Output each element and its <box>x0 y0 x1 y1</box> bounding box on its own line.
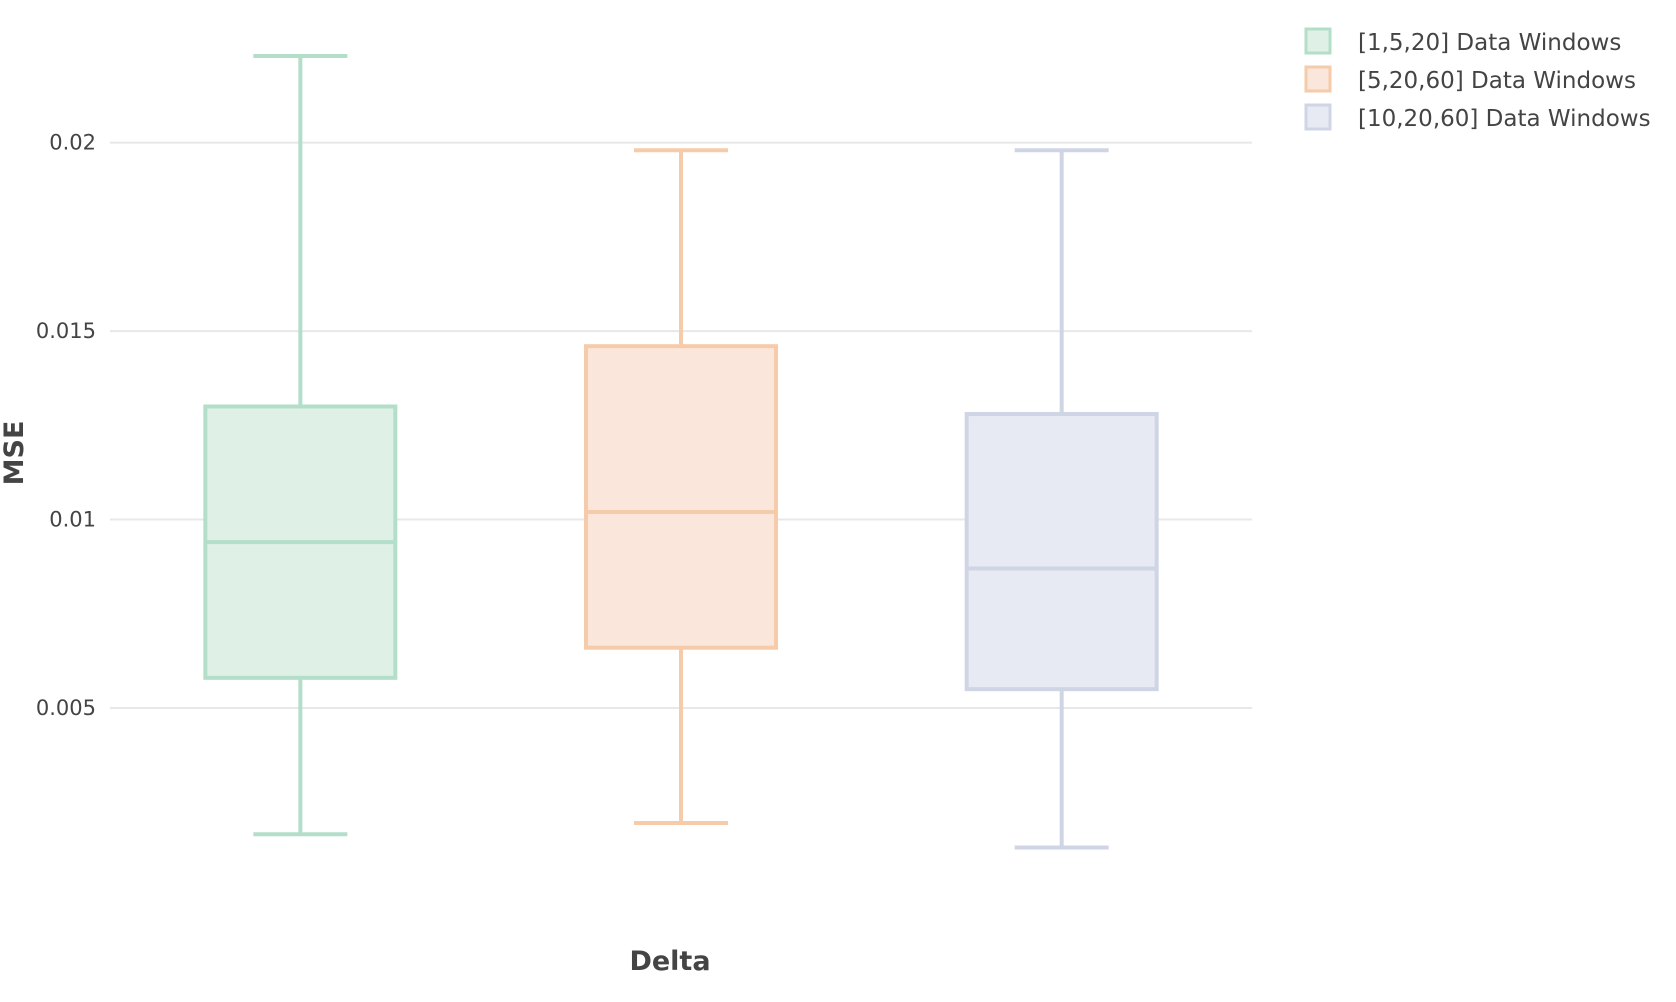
legend-label: [10,20,60] Data Windows <box>1358 106 1651 132</box>
y-tick-label: 0.015 <box>36 319 96 343</box>
y-tick-label: 0.01 <box>49 508 96 532</box>
y-tick-labels: 0.005 0.01 0.015 0.02 <box>36 131 96 720</box>
box-series <box>964 148 1159 850</box>
iqr-box <box>964 412 1159 692</box>
legend-label: [5,20,60] Data Windows <box>1358 68 1636 94</box>
legend-item[interactable]: [1,5,20] Data Windows <box>1304 27 1621 56</box>
iqr-box <box>584 344 778 650</box>
legend-swatch <box>1304 65 1332 93</box>
y-tick-label: 0.005 <box>36 696 96 720</box>
legend-label: [1,5,20] Data Windows <box>1358 30 1621 56</box>
legend-swatch <box>1304 27 1332 55</box>
box-series <box>584 148 778 825</box>
y-tick-label: 0.02 <box>49 131 96 155</box>
legend-swatch <box>1304 103 1332 131</box>
x-axis-title: Delta <box>629 946 710 977</box>
legend-item[interactable]: [5,20,60] Data Windows <box>1304 65 1636 94</box>
y-axis-title: MSE <box>0 421 30 486</box>
legend: [1,5,20] Data Windows [5,20,60] Data Wind… <box>1304 27 1651 132</box>
legend-item[interactable]: [10,20,60] Data Windows <box>1304 103 1651 132</box>
box-series <box>203 54 398 837</box>
box-layer <box>203 54 1159 850</box>
